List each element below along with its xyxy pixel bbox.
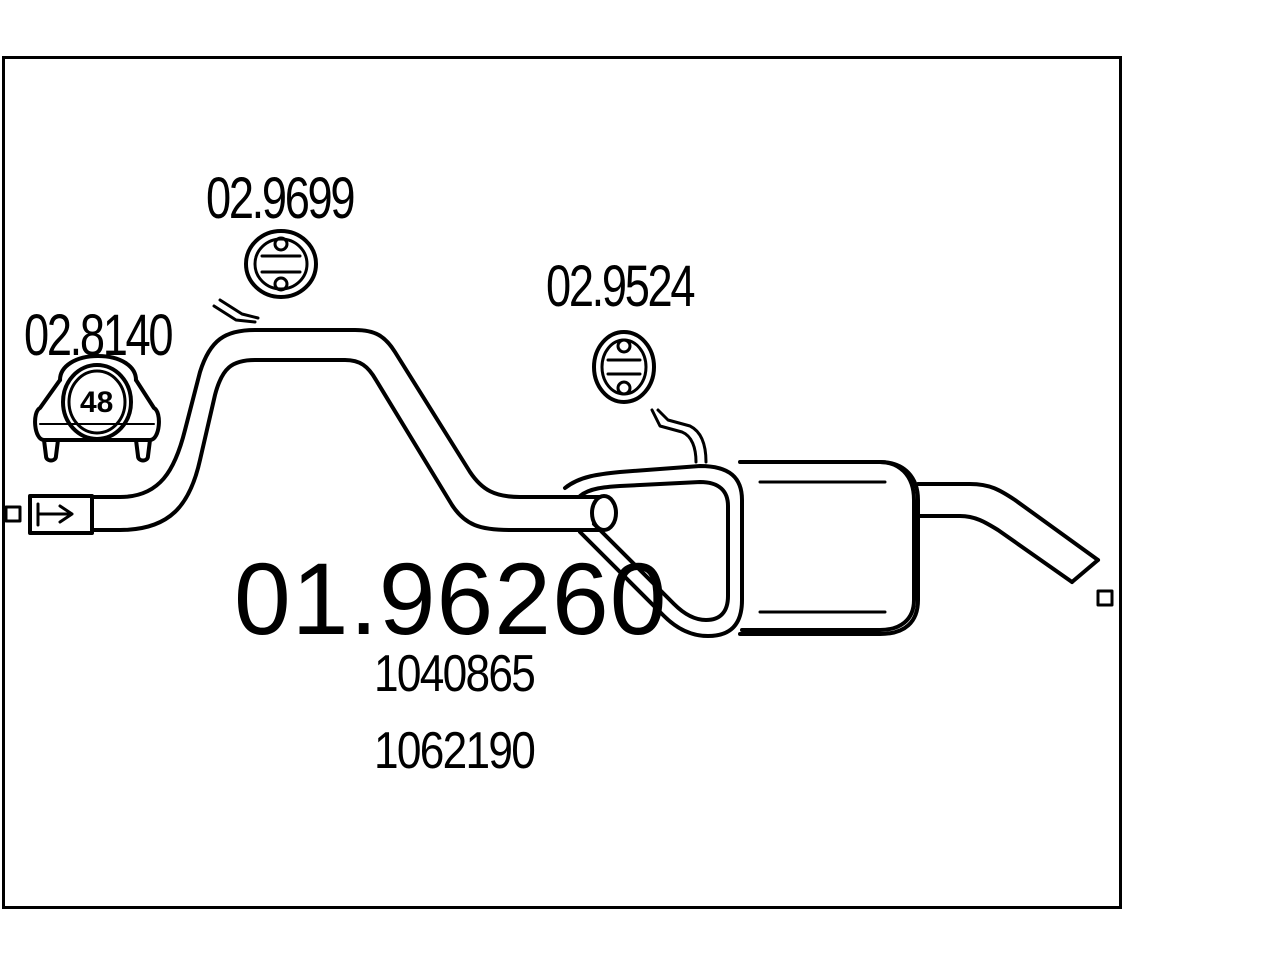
oe-number: 1040865 [374, 645, 536, 703]
oe-number: 1062190 [374, 722, 536, 780]
rubber-hanger-icon-rear [592, 330, 656, 404]
rubber-hanger-icon-front [244, 229, 318, 299]
clamp-size-label: 48 [80, 386, 114, 419]
clamp-size-wrap: 48 [80, 388, 113, 418]
front-connection-marker [4, 505, 22, 523]
tail-pipe [916, 482, 1100, 584]
front-hanger-part-code: 02.9699 [206, 166, 355, 231]
muffler-hanger-rod [650, 408, 708, 464]
clamp-icon [33, 354, 161, 463]
main-part-number: 01.96260 [234, 542, 668, 656]
rear-hanger-part-code: 02.9524 [546, 254, 695, 319]
rear-muffler [738, 460, 920, 636]
rear-connection-marker [1096, 589, 1114, 607]
clamp-part-code: 02.8140 [24, 303, 173, 368]
exhaust-pipe [90, 328, 618, 532]
muffler-inlet-bracket [563, 464, 744, 638]
inlet-flange [28, 494, 94, 535]
pipe-hanger-rod-front [212, 298, 260, 324]
